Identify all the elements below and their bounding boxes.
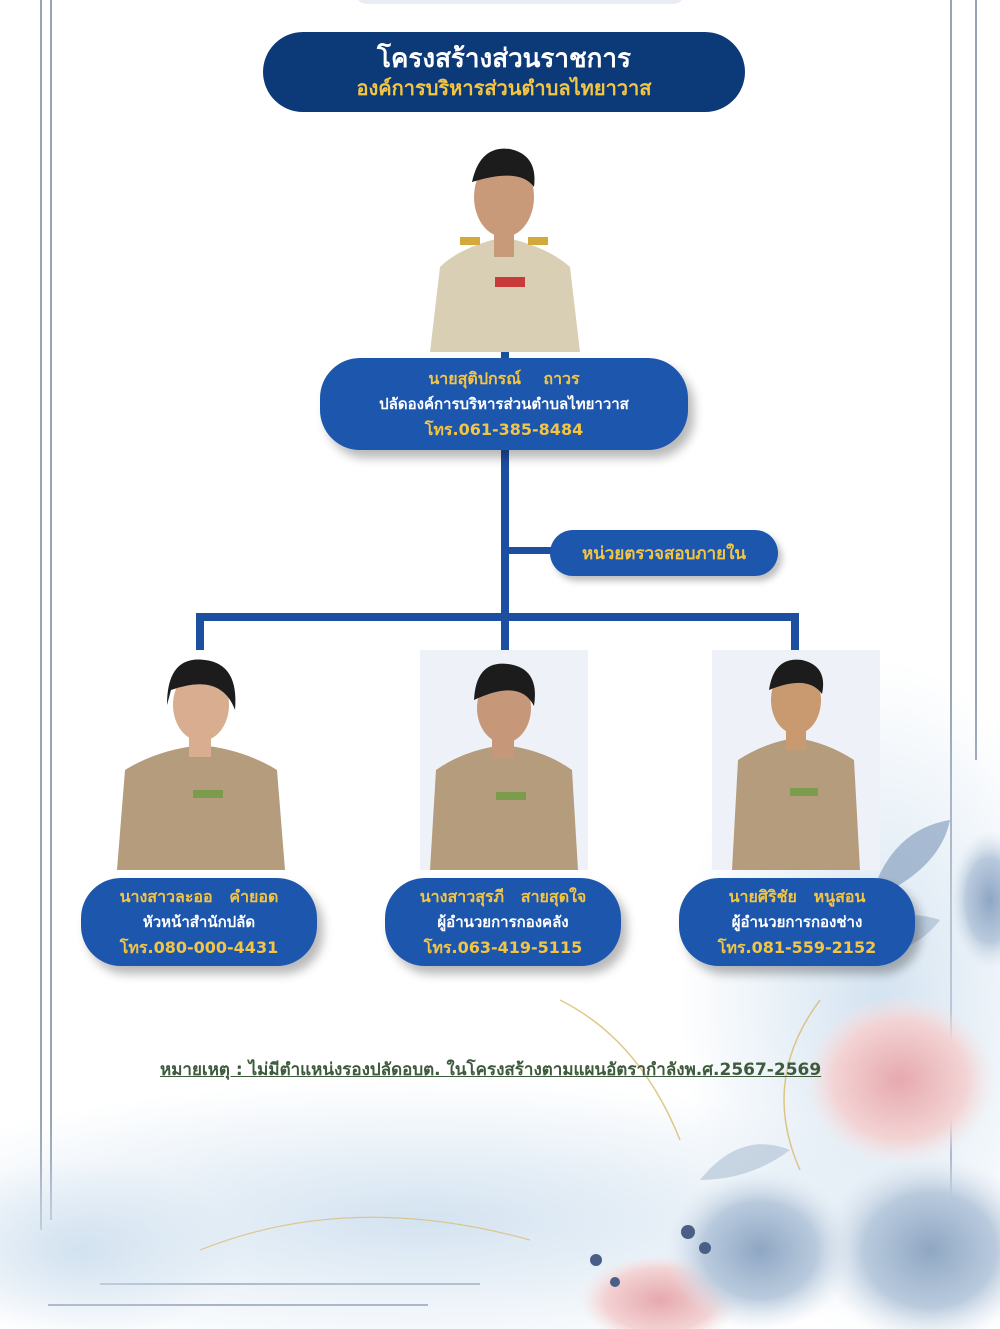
division-card-office: นางสาวละออ คำยอด หัวหน้าสำนักปลัด โทร.08… bbox=[81, 878, 317, 966]
connector-horizontal-bar bbox=[196, 613, 799, 621]
division-name: นางสาวละออ คำยอด bbox=[119, 887, 279, 906]
footnote: หมายเหตุ : ไม่มีตำแหน่งรองปลัดอบต. ในโคร… bbox=[160, 1060, 822, 1080]
page-subtitle: องค์การบริหารส่วนตำบลไทยาวาส bbox=[356, 76, 652, 100]
chief-name: นายสุติปกรณ์ ถาวร bbox=[428, 369, 580, 388]
division-name: นายศิริชัย หนูสอน bbox=[728, 887, 866, 906]
division-position: ผู้อำนวยการกองคลัง bbox=[437, 913, 569, 931]
left-frame-line-inner bbox=[50, 0, 52, 1220]
page-title: โครงสร้างส่วนราชการ bbox=[377, 44, 631, 74]
division-card-finance: นางสาวสุรภี สายสุดใจ ผู้อำนวยการกองคลัง … bbox=[385, 878, 621, 966]
division-position: หัวหน้าสำนักปลัด bbox=[142, 913, 256, 931]
left-frame-line-outer bbox=[40, 0, 42, 1230]
connector-chief-trunk bbox=[501, 350, 509, 650]
chief-position: ปลัดองค์การบริหารส่วนตำบลไทยาวาส bbox=[379, 395, 629, 413]
division-phone: โทร.063-419-5115 bbox=[423, 938, 583, 957]
bottom-frame-line-1 bbox=[100, 1283, 480, 1285]
connector-drop-left bbox=[196, 613, 204, 651]
chief-phone: โทร.061-385-8484 bbox=[424, 420, 584, 439]
division-phone: โทร.081-559-2152 bbox=[717, 938, 877, 957]
bottom-frame-line-2 bbox=[48, 1304, 428, 1306]
division-name: นางสาวสุรภี สายสุดใจ bbox=[419, 887, 587, 906]
connector-audit-branch bbox=[505, 547, 553, 554]
division-photo-engineering bbox=[712, 650, 880, 870]
division-phone: โทร.080-000-4431 bbox=[119, 938, 279, 957]
division-photo-finance bbox=[420, 650, 588, 870]
top-decorative-tab bbox=[355, 0, 685, 4]
title-banner: โครงสร้างส่วนราชการ องค์การบริหารส่วนตำบ… bbox=[263, 32, 745, 112]
right-frame-line-outer bbox=[950, 0, 952, 1240]
division-photo-office bbox=[117, 650, 285, 870]
connector-drop-right bbox=[791, 613, 799, 651]
division-card-engineering: นายศิริชัย หนูสอน ผู้อำนวยการกองช่าง โทร… bbox=[679, 878, 915, 966]
right-frame-line-inner bbox=[975, 0, 977, 760]
division-position: ผู้อำนวยการกองช่าง bbox=[731, 913, 863, 931]
chief-photo bbox=[420, 137, 588, 352]
chief-card: นายสุติปกรณ์ ถาวร ปลัดองค์การบริหารส่วนต… bbox=[320, 358, 688, 450]
audit-unit-badge: หน่วยตรวจสอบภายใน bbox=[550, 530, 778, 576]
